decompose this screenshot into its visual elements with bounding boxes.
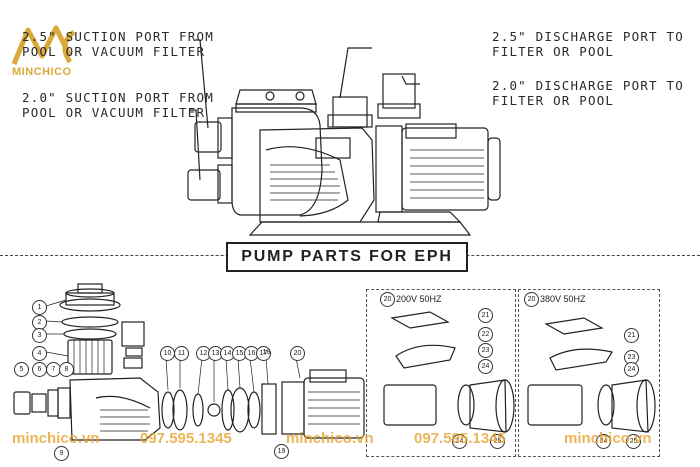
section-title: PUMP PARTS FOR EPH — [226, 242, 468, 272]
part-3: 3 — [32, 328, 47, 343]
callout-discharge-25: 2.5" DISCHARGE PORT TO FILTER OR POOL — [492, 29, 684, 59]
part-6: 6 — [32, 362, 47, 377]
callout-suction-25-line2: POOL OR VACUUM FILTER — [22, 44, 206, 59]
box1-part-24: 24 — [478, 359, 493, 374]
part-9: 9 — [54, 446, 69, 461]
part-20: 20 — [290, 346, 305, 361]
callout-suction-25: 2.5" SUCTION PORT FROM POOL OR VACUUM FI… — [22, 29, 214, 59]
watermark-site-1: minchico.vn — [12, 430, 100, 447]
callout-suction-25-line1: 2.5" SUCTION PORT FROM — [22, 29, 214, 44]
box1-part-23: 23 — [478, 343, 493, 358]
part-11: 11 — [174, 346, 189, 361]
callout-discharge-25-line1: 2.5" DISCHARGE PORT TO — [492, 29, 684, 44]
box1-part-24b: 24 — [452, 434, 467, 449]
part-19: 19 — [274, 444, 289, 459]
box-380v — [518, 289, 660, 457]
box1-part-25: 25 — [490, 434, 505, 449]
box1-part-21: 21 — [478, 308, 493, 323]
part-10: 10 — [160, 346, 175, 361]
callout-suction-20-line1: 2.0" SUCTION PORT FROM — [22, 90, 214, 105]
part-5: 5 — [14, 362, 29, 377]
box-200v — [366, 289, 516, 457]
callout-discharge-20-line1: 2.0" DISCHARGE PORT TO — [492, 78, 684, 93]
watermark-phone-1: 097.595.1345 — [140, 430, 232, 447]
part-4: 4 — [32, 346, 47, 361]
part-1: 1 — [32, 300, 47, 315]
watermark-site-3: minchico.vn — [564, 430, 652, 447]
part-17: 17 — [256, 346, 271, 361]
watermark-phone-2: 097.595.1345 — [414, 430, 506, 447]
box2-part-24: 24 — [624, 362, 639, 377]
part-18: 18 — [262, 349, 271, 356]
box-380v-marker: 20 — [524, 292, 539, 307]
callout-suction-20: 2.0" SUCTION PORT FROM POOL OR VACUUM FI… — [22, 90, 214, 120]
box-200v-title: 200V 50HZ — [396, 294, 442, 304]
box-380v-title: 380V 50HZ — [540, 294, 586, 304]
part-12: 12 — [196, 346, 211, 361]
part-2: 2 — [32, 315, 47, 330]
callout-discharge-25-line2: FILTER OR POOL — [492, 44, 615, 59]
brand-name: MINCHICO — [12, 66, 72, 78]
brand-logo — [11, 25, 76, 65]
box2-part-25: 25 — [626, 434, 641, 449]
box-200v-marker: 20 — [380, 292, 395, 307]
part-8: 8 — [59, 362, 74, 377]
callout-discharge-20-line2: FILTER OR POOL — [492, 93, 615, 108]
watermark-site-2: minchico.vn — [286, 430, 374, 447]
box1-part-22: 22 — [478, 327, 493, 342]
callout-suction-20-line2: POOL OR VACUUM FILTER — [22, 105, 206, 120]
box2-part-24b: 24 — [596, 434, 611, 449]
box2-part-21: 21 — [624, 328, 639, 343]
callout-discharge-20: 2.0" DISCHARGE PORT TO FILTER OR POOL — [492, 78, 684, 108]
